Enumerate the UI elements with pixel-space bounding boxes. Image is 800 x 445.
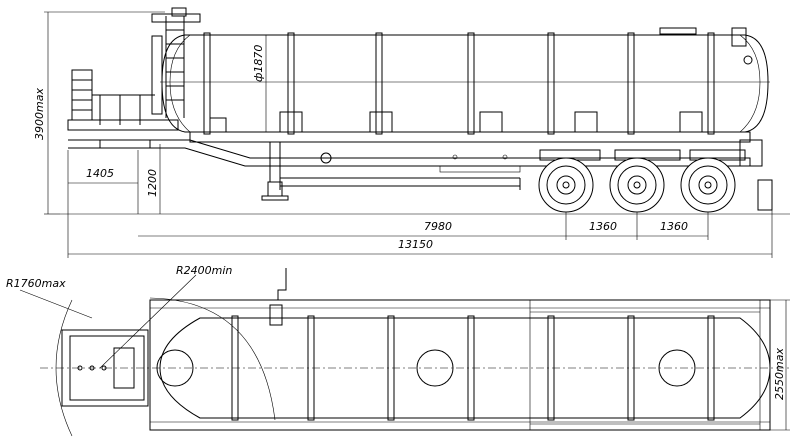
coupling-plate — [61, 329, 149, 407]
dim-turning-radius-label: R2400min — [176, 264, 232, 277]
manhole-3 — [658, 349, 696, 387]
plan-rings — [231, 315, 715, 421]
dim-overall-length: 13150 — [67, 190, 773, 258]
manhole-1 — [156, 349, 194, 387]
dim-overall-width-label: 2550max — [773, 348, 786, 400]
tank-rings — [203, 32, 715, 135]
front-swing-arc — [55, 299, 73, 437]
dim-axle-chain: 7980 1360 1360 — [138, 212, 709, 240]
dim-axle-spacing-1-label: 1360 — [589, 220, 617, 233]
landing-gear — [261, 141, 332, 201]
dim-height: 3900max — [33, 11, 165, 215]
dim-height-label: 3900max — [33, 88, 46, 140]
dim-front-swing-label: R1760max — [6, 277, 66, 290]
dim-axle-spacing-2-label: 1360 — [660, 220, 688, 233]
turning-arc — [149, 297, 276, 421]
dim-tank-diameter: ф1870 — [252, 45, 265, 82]
wheel-3 — [680, 157, 736, 213]
top-view: R1760max R2400min 2550max — [6, 264, 790, 437]
dim-front-overhang-label: 1405 — [86, 167, 114, 180]
top-outer-frame — [149, 299, 771, 431]
suspension — [539, 139, 763, 167]
front-platform — [67, 69, 179, 131]
dim-front-overhang: 1405 — [67, 150, 139, 214]
gooseneck — [68, 139, 270, 167]
side-view: 3900max ф1870 1405 1200 7980 1360 1360 — [33, 7, 790, 258]
wheel-1 — [538, 157, 594, 213]
wheel-2 — [609, 157, 665, 213]
dim-overall-length-label: 13150 — [398, 238, 433, 251]
manhole-hatch — [659, 27, 753, 65]
chassis-frame — [189, 131, 751, 190]
dim-overall-width: 2550max — [770, 299, 790, 431]
dim-axle-distance-label: 7980 — [424, 220, 452, 233]
dim-coupling-height-label: 1200 — [146, 169, 159, 197]
dim-coupling-height: 1200 — [146, 144, 161, 214]
front-ladder — [151, 7, 201, 118]
manhole-2 — [416, 349, 454, 387]
